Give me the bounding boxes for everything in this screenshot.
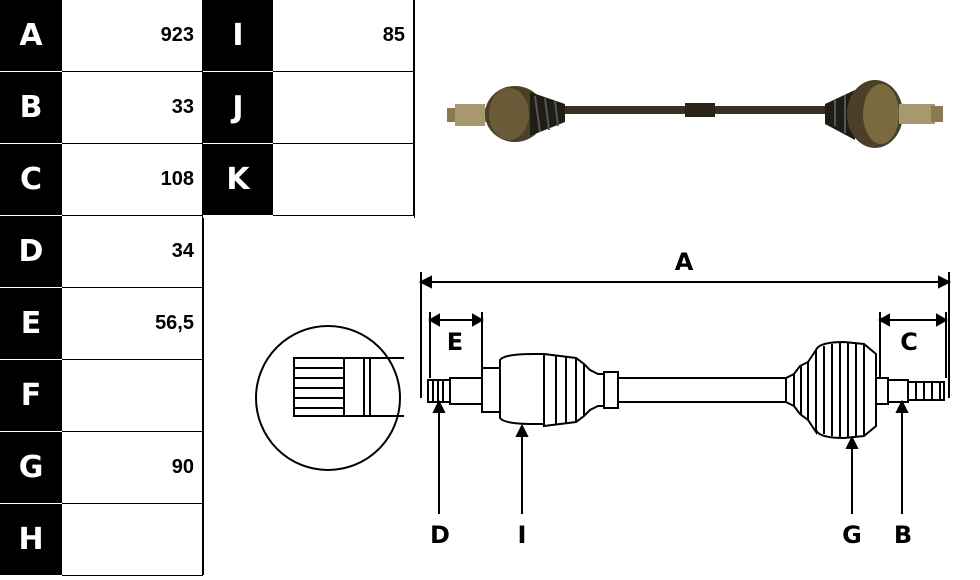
- label-i: I: [518, 521, 527, 549]
- left-row-key-3: D: [0, 216, 62, 288]
- mid-row-value-1: [273, 72, 414, 144]
- left-row-value-0: 923: [62, 0, 203, 72]
- left-row-value-1: 33: [62, 72, 203, 144]
- drive-shaft-drawing: A E C D I G B: [255, 248, 952, 549]
- label-b: B: [894, 521, 912, 549]
- mid-row-key-2: K: [203, 144, 273, 216]
- left-row-value-2: 108: [62, 144, 203, 216]
- mid-row-value-2: [273, 144, 414, 216]
- spline-detail-circle: [255, 325, 401, 471]
- mid-row-key-1: J: [203, 72, 273, 144]
- label-d: D: [430, 521, 450, 549]
- left-row-key-1: B: [0, 72, 62, 144]
- label-c: C: [900, 328, 918, 356]
- label-g: G: [842, 521, 862, 549]
- left-row-key-6: G: [0, 432, 62, 504]
- drive-shaft-photo: [447, 80, 943, 148]
- left-row-key-7: H: [0, 504, 62, 576]
- left-row-key-4: E: [0, 288, 62, 360]
- mid-row-value-0: 85: [273, 0, 414, 72]
- left-row-key-2: C: [0, 144, 62, 216]
- label-e: E: [447, 328, 463, 356]
- label-a: A: [675, 248, 694, 276]
- product-photo-panel: [414, 0, 980, 219]
- mid-row-key-0: I: [203, 0, 273, 72]
- left-row-value-7: [62, 504, 203, 576]
- left-row-value-4: 56,5: [62, 288, 203, 360]
- left-row-value-5: [62, 360, 203, 432]
- left-row-key-5: F: [0, 360, 62, 432]
- left-row-key-0: A: [0, 0, 62, 72]
- technical-drawing-panel: A E C D I G B: [203, 218, 980, 575]
- left-row-value-3: 34: [62, 216, 203, 288]
- left-row-value-6: 90: [62, 432, 203, 504]
